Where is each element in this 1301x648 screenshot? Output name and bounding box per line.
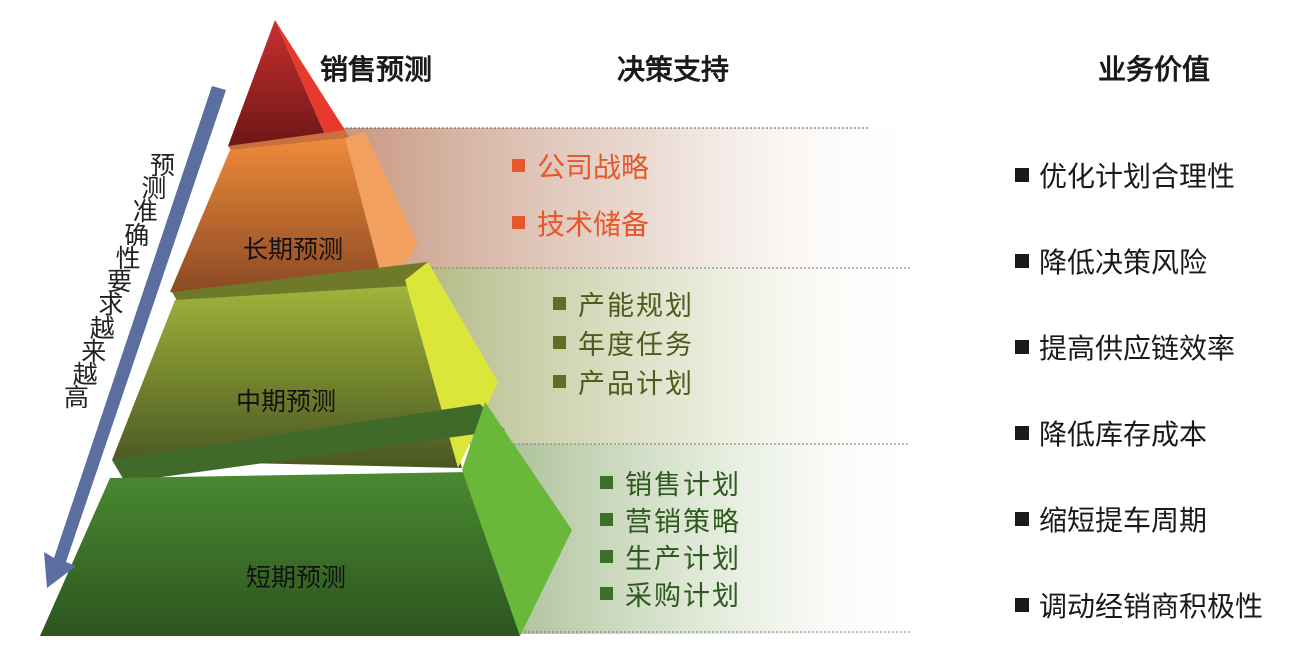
list-item: 降低库存成本 bbox=[1015, 390, 1263, 476]
accuracy-note-char: 测 bbox=[141, 174, 167, 204]
list-item: 销售计划 bbox=[600, 464, 741, 501]
bullet-square-icon bbox=[1015, 168, 1029, 182]
bullet-square-icon bbox=[1015, 598, 1029, 612]
tier-label-short-term: 短期预测 bbox=[245, 563, 347, 592]
list-item: 生产计划 bbox=[600, 538, 741, 575]
list-item: 产品计划 bbox=[553, 362, 694, 401]
pyramid-apex-front bbox=[228, 20, 330, 146]
band-mid-term bbox=[420, 268, 930, 444]
header-sales-forecast: 销售预测 bbox=[320, 53, 433, 86]
accuracy-note-char: 越 bbox=[72, 360, 98, 390]
accuracy-note-char: 要 bbox=[107, 267, 133, 297]
list-item: 公司战略 bbox=[512, 137, 649, 194]
list-item: 产能规划 bbox=[553, 284, 694, 323]
decision-list-long-term: 公司战略 技术储备 bbox=[512, 137, 649, 251]
pyramid-apex-side bbox=[275, 20, 345, 146]
decision-list-short-term: 销售计划 营销策略 生产计划 采购计划 bbox=[600, 464, 741, 612]
bullet-square-icon bbox=[1015, 340, 1029, 354]
list-item: 技术储备 bbox=[512, 194, 649, 251]
business-value-list: 优化计划合理性 降低决策风险 提高供应链效率 降低库存成本 缩短提车周期 调动经… bbox=[1015, 132, 1263, 648]
tier-long-term-side bbox=[345, 132, 418, 290]
accuracy-note-char: 预 bbox=[150, 151, 176, 180]
bullet-square-icon bbox=[553, 336, 566, 349]
bullet-square-icon bbox=[600, 587, 613, 600]
accuracy-note-char: 性 bbox=[115, 243, 141, 273]
tier-label-mid-term: 中期预测 bbox=[235, 387, 337, 416]
list-item: 调动经销商积极性 bbox=[1015, 562, 1263, 648]
bullet-square-icon bbox=[1015, 426, 1029, 440]
accuracy-note-char: 越 bbox=[89, 313, 115, 343]
tier-long-term-front bbox=[170, 138, 385, 292]
list-item: 采购计划 bbox=[600, 575, 741, 612]
bullet-square-icon bbox=[553, 297, 566, 310]
bullet-square-icon bbox=[553, 375, 566, 388]
tier-short-term-side bbox=[462, 402, 572, 636]
tier-short-term-front bbox=[40, 472, 520, 636]
list-item: 降低决策风险 bbox=[1015, 218, 1263, 304]
bullet-square-icon bbox=[600, 476, 613, 489]
accuracy-note-char: 求 bbox=[98, 290, 124, 320]
bullet-square-icon bbox=[600, 513, 613, 526]
list-item: 优化计划合理性 bbox=[1015, 132, 1263, 218]
tier-label-long-term: 长期预测 bbox=[242, 235, 344, 264]
list-item: 提高供应链效率 bbox=[1015, 304, 1263, 390]
accuracy-note-char: 准 bbox=[132, 197, 158, 227]
bullet-square-icon bbox=[1015, 512, 1029, 526]
bullet-square-icon bbox=[1015, 254, 1029, 268]
accuracy-note-char: 来 bbox=[81, 336, 107, 366]
tier-mid-term-top bbox=[172, 262, 440, 306]
list-item: 营销策略 bbox=[600, 501, 741, 538]
list-item: 年度任务 bbox=[553, 323, 694, 362]
accuracy-note-char: 高 bbox=[64, 383, 90, 413]
bullet-square-icon bbox=[512, 216, 525, 229]
list-item: 缩短提车周期 bbox=[1015, 476, 1263, 562]
accuracy-note: 预测准确性要求越来越高 bbox=[22, 152, 192, 482]
decision-list-mid-term: 产能规划 年度任务 产品计划 bbox=[553, 284, 694, 401]
bullet-square-icon bbox=[600, 550, 613, 563]
header-business-value: 业务价值 bbox=[1098, 53, 1211, 86]
header-decision-support: 决策支持 bbox=[617, 53, 730, 86]
accuracy-arrow bbox=[44, 86, 226, 588]
bullet-square-icon bbox=[512, 159, 525, 172]
accuracy-note-char: 确 bbox=[124, 220, 150, 250]
tier-short-term-top bbox=[112, 404, 505, 482]
